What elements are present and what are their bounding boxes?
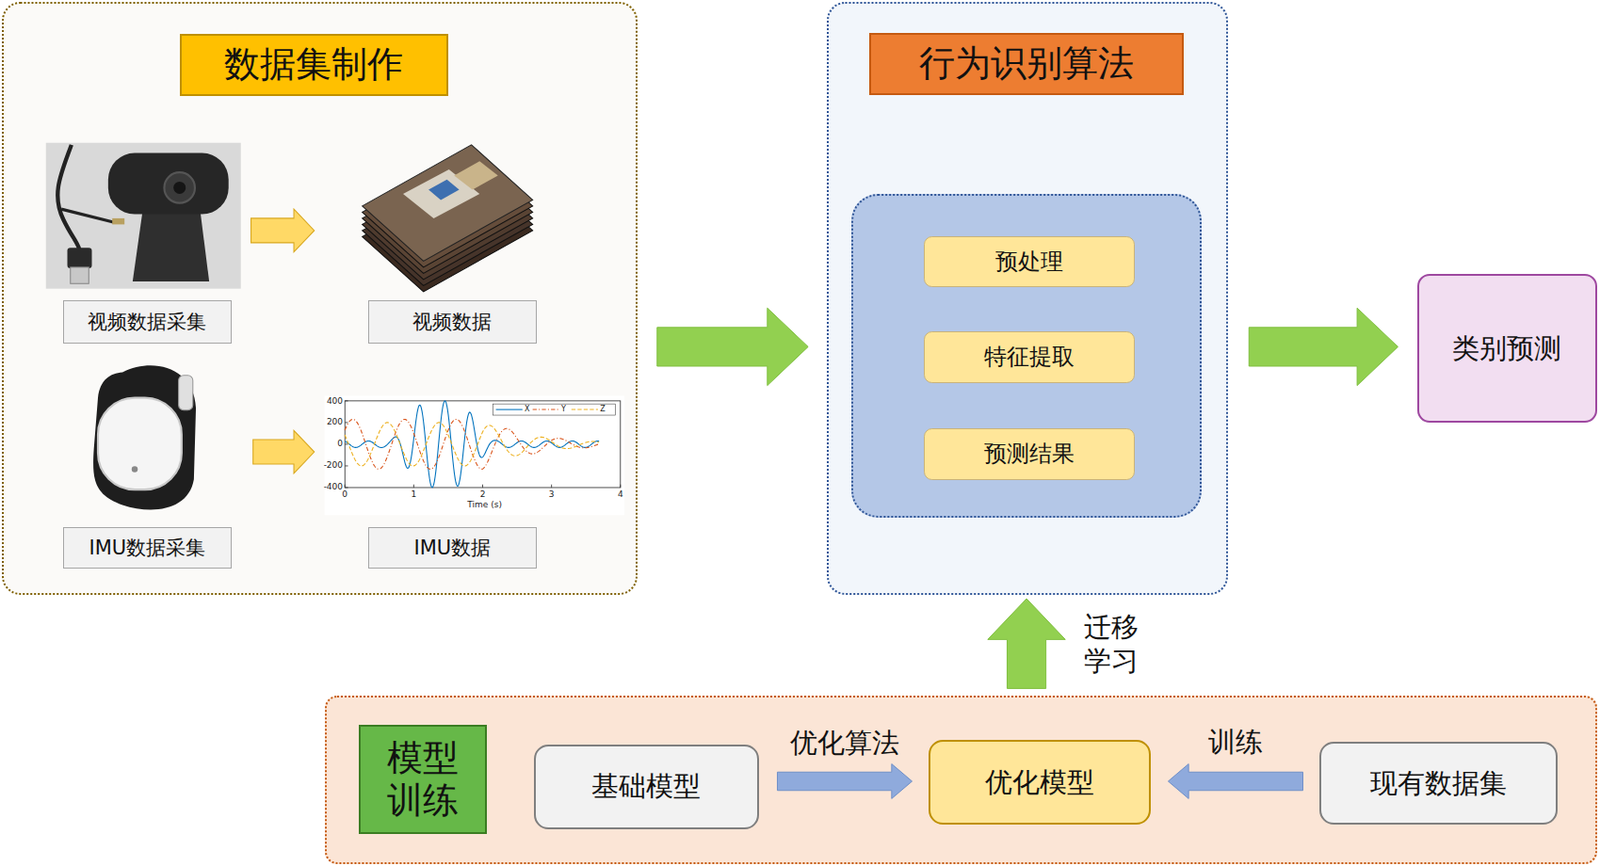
legend-entry: Z: [599, 405, 605, 415]
box-label: 特征提取: [984, 343, 1075, 372]
box-label: 类别预测: [1452, 332, 1562, 366]
process-box: 优化模型: [928, 740, 1151, 825]
frame-content: [453, 161, 499, 190]
band-clasp: [178, 375, 194, 411]
axis-title: Time (s): [467, 501, 502, 511]
caption-box: IMU数据: [368, 527, 537, 569]
box-label: 优化模型: [985, 766, 1095, 800]
photo-ground: [46, 143, 242, 290]
panel-title: 行为识别算法: [869, 32, 1184, 96]
axis-tick-label: 400: [326, 397, 343, 407]
video-frames: [362, 145, 534, 292]
inner-panel: 预处理特征提取预测结果: [851, 193, 1203, 519]
axis-tick-label: 4: [617, 490, 624, 501]
step-box: 预测结果: [923, 428, 1134, 481]
result-box: 类别预测: [1417, 274, 1598, 422]
step-box: 预处理: [923, 236, 1134, 288]
block-arrow: [657, 307, 809, 386]
webcam-picture: [46, 143, 242, 290]
box-label: IMU数据: [414, 536, 492, 561]
smart-band-picture: [93, 365, 196, 510]
webcam-body: [108, 153, 229, 215]
axis-tick-label: 0: [341, 490, 348, 501]
edge-label: 训练: [1208, 725, 1263, 760]
axis-tick-label: 200: [326, 418, 343, 428]
frame-content: [428, 179, 460, 201]
axis-tick-label: -200: [323, 461, 343, 471]
legend-line: [496, 409, 523, 411]
audio-cable: [61, 209, 114, 223]
box-label: 预处理: [995, 248, 1064, 276]
caption-box: 视频数据采集: [63, 300, 232, 344]
box-label: 预测结果: [984, 440, 1075, 469]
legend-entry: X: [524, 405, 530, 415]
box-label: 现有数据集: [1370, 767, 1507, 801]
axis-tick-label: 3: [549, 490, 555, 501]
axis-tick-label: 0: [337, 439, 343, 450]
box-label: 视频数据采集: [87, 310, 207, 335]
step-box: 特征提取: [923, 331, 1134, 384]
cable: [57, 145, 80, 252]
band-face: [97, 398, 182, 491]
process-box: 现有数据集: [1319, 742, 1559, 826]
webcam-lens: [163, 172, 195, 204]
box-label: IMU数据采集: [89, 536, 207, 561]
edge-label: 优化算法: [790, 726, 900, 760]
panel-title: 模型 训练: [358, 725, 486, 835]
audio-jack: [112, 218, 125, 226]
band-sensor: [131, 466, 139, 473]
signal-curve: [344, 422, 599, 467]
flow-arrow: [776, 764, 912, 800]
panel-title: 数据集制作: [179, 33, 449, 97]
box-label: 基础模型: [591, 770, 701, 804]
axis-tick-label: -400: [323, 483, 343, 493]
usb-tip: [70, 267, 90, 284]
webcam-stand: [132, 209, 210, 282]
legend-line: [571, 409, 598, 411]
panel: 预处理特征提取预测结果 行为识别算法: [826, 1, 1229, 596]
signal-curve: [344, 419, 599, 469]
axis-ticks: [344, 401, 621, 488]
caption-box: 视频数据: [368, 300, 537, 344]
usb-plug: [67, 247, 93, 269]
edge-label: 迁移 学习: [1083, 609, 1150, 679]
legend-entry: Y: [561, 405, 566, 415]
plot-ground: [324, 395, 626, 516]
box-label: 视频数据: [412, 310, 492, 335]
yellow-arrow: [253, 430, 315, 474]
wrist-band: [93, 365, 196, 510]
axis-tick-label: 1: [411, 490, 418, 501]
yellow-arrow: [251, 209, 315, 253]
axis-tick-label: 2: [480, 490, 486, 501]
process-box: 基础模型: [533, 744, 760, 830]
plot-axes: [344, 401, 621, 488]
panel: 基础模型 优化模型 现有数据集 模型 训练: [324, 695, 1598, 865]
webcam-lens-core: [173, 181, 186, 194]
flow-arrow: [1167, 764, 1303, 800]
legend-line: [533, 409, 560, 411]
plot-legend-box: [492, 404, 615, 416]
imu-plot: [324, 395, 626, 516]
caption-box: IMU数据采集: [63, 527, 232, 569]
video-frame: [362, 145, 534, 262]
block-arrow: [1248, 307, 1398, 386]
block-arrow: [987, 598, 1066, 689]
